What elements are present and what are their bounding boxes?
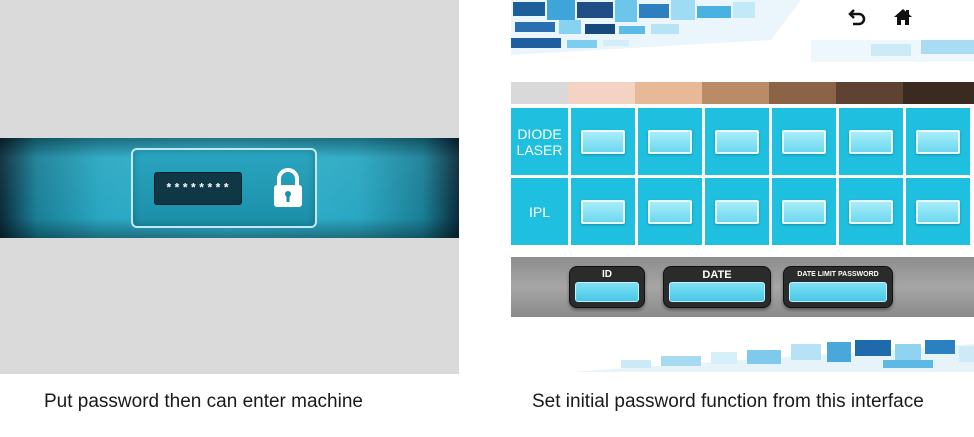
id-field: ID bbox=[569, 266, 645, 308]
id-label: ID bbox=[602, 269, 612, 280]
login-caption: Put password then can enter machine bbox=[44, 391, 363, 412]
ipl-tone-3-button[interactable] bbox=[715, 199, 759, 224]
date-limit-password-input[interactable] bbox=[789, 282, 887, 302]
diode-laser-tone-3-button[interactable] bbox=[715, 129, 759, 154]
ipl-tone-6-button[interactable] bbox=[916, 199, 960, 224]
grid-cell bbox=[772, 178, 836, 245]
grid-cell bbox=[705, 108, 769, 175]
ipl-tone-2-button[interactable] bbox=[648, 199, 692, 224]
skin-tone-4 bbox=[769, 82, 836, 104]
grid-cell bbox=[906, 178, 970, 245]
diode-laser-tone-6-button[interactable] bbox=[916, 129, 960, 154]
grid-cell bbox=[839, 178, 903, 245]
skin-tone-3 bbox=[702, 82, 769, 104]
diode-laser-tone-5-button[interactable] bbox=[849, 129, 893, 154]
login-screen: ******** bbox=[0, 0, 459, 374]
date-label: DATE bbox=[702, 269, 732, 281]
password-input[interactable]: ******** bbox=[154, 172, 242, 205]
settings-caption: Set initial password function from this … bbox=[532, 391, 924, 412]
date-input[interactable] bbox=[669, 282, 765, 302]
skin-tone-2 bbox=[635, 82, 702, 104]
ipl-tone-1-button[interactable] bbox=[581, 199, 625, 224]
grid-cell bbox=[839, 108, 903, 175]
diode-laser-tone-4-button[interactable] bbox=[782, 129, 826, 154]
grid-cell bbox=[705, 178, 769, 245]
grid-cell bbox=[638, 178, 702, 245]
grid-cell bbox=[772, 108, 836, 175]
skin-tone-strip bbox=[511, 82, 974, 104]
date-limit-password-label: DATE LIMIT PASSWORD bbox=[797, 271, 879, 278]
date-field: DATE bbox=[663, 266, 771, 308]
home-icon[interactable] bbox=[891, 5, 915, 29]
skin-tone-5 bbox=[836, 82, 903, 104]
skin-tone-spacer bbox=[511, 82, 568, 104]
diode-laser-tone-2-button[interactable] bbox=[648, 129, 692, 154]
grid-cell bbox=[571, 178, 635, 245]
date-limit-password-field: DATE LIMIT PASSWORD bbox=[783, 266, 893, 308]
decorative-header-graphic bbox=[511, 0, 974, 62]
ipl-tone-4-button[interactable] bbox=[782, 199, 826, 224]
diode-laser-tone-1-button[interactable] bbox=[581, 129, 625, 154]
grid-cell bbox=[638, 108, 702, 175]
decorative-footer-graphic bbox=[511, 330, 974, 372]
id-input[interactable] bbox=[575, 282, 639, 302]
back-arrow-icon[interactable] bbox=[845, 5, 869, 29]
skin-tone-1 bbox=[568, 82, 635, 104]
padlock-icon[interactable] bbox=[270, 167, 306, 209]
grid-cell bbox=[906, 108, 970, 175]
grid-row-ipl: IPL bbox=[511, 178, 974, 245]
skin-tone-6 bbox=[903, 82, 974, 104]
ipl-tone-5-button[interactable] bbox=[849, 199, 893, 224]
grid-cell bbox=[571, 108, 635, 175]
row-label-ipl: IPL bbox=[511, 178, 568, 245]
